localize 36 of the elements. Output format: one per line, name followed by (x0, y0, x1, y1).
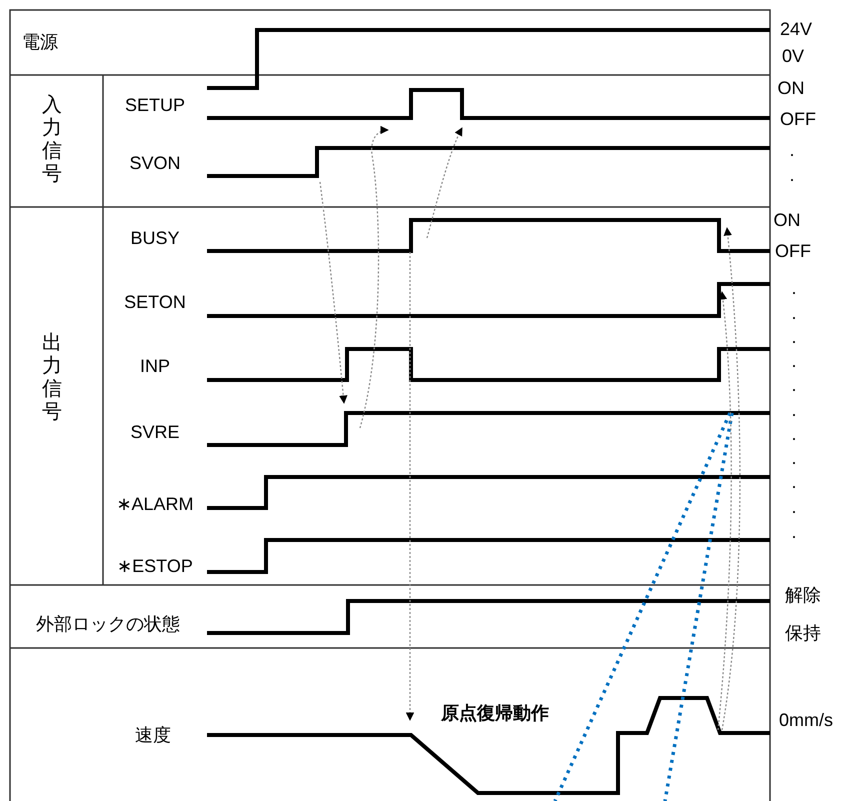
continuation-dot: . (792, 425, 796, 443)
signal-name: ∗ALARM (116, 495, 194, 513)
level-label: 24V (780, 20, 812, 38)
signal-name: SVRE (130, 423, 180, 441)
signal-name: BUSY (130, 229, 180, 247)
continuation-dot: . (792, 473, 796, 491)
continuation-dot: . (792, 328, 796, 346)
level-label: 0V (782, 47, 804, 65)
group-label: 入力信号 (42, 94, 62, 186)
signal-name: 電源 (22, 33, 58, 51)
continuation-dot: . (792, 376, 796, 394)
level-label: 保持 (785, 624, 821, 642)
continuation-dot: . (792, 352, 796, 370)
group-label: 出力信号 (42, 332, 62, 424)
continuation-dot: . (792, 449, 796, 467)
continuation-dot: . (790, 141, 794, 159)
continuation-dot: . (792, 498, 796, 516)
level-label: OFF (780, 110, 816, 128)
continuation-dot: . (792, 523, 796, 541)
signal-name: 速度 (135, 726, 171, 744)
level-label: OFF (775, 242, 811, 260)
level-label: 解除 (785, 586, 821, 604)
signal-name: SETON (124, 293, 186, 311)
signal-name: 外部ロックの状態 (36, 615, 180, 633)
signal-name: SVON (130, 154, 180, 172)
signal-name: INP (140, 357, 170, 375)
continuation-dot: . (792, 279, 796, 297)
level-label: ON (774, 211, 800, 229)
signal-name: SETUP (125, 96, 185, 114)
level-label: ON (778, 79, 804, 97)
continuation-dot: . (792, 401, 796, 419)
continuation-dot: . (792, 304, 796, 322)
level-label: 0mm/s (779, 711, 833, 729)
continuation-dot: . (790, 166, 794, 184)
annotation-text: 原点復帰動作 (441, 704, 549, 722)
signal-name: ∗ESTOP (117, 557, 193, 575)
